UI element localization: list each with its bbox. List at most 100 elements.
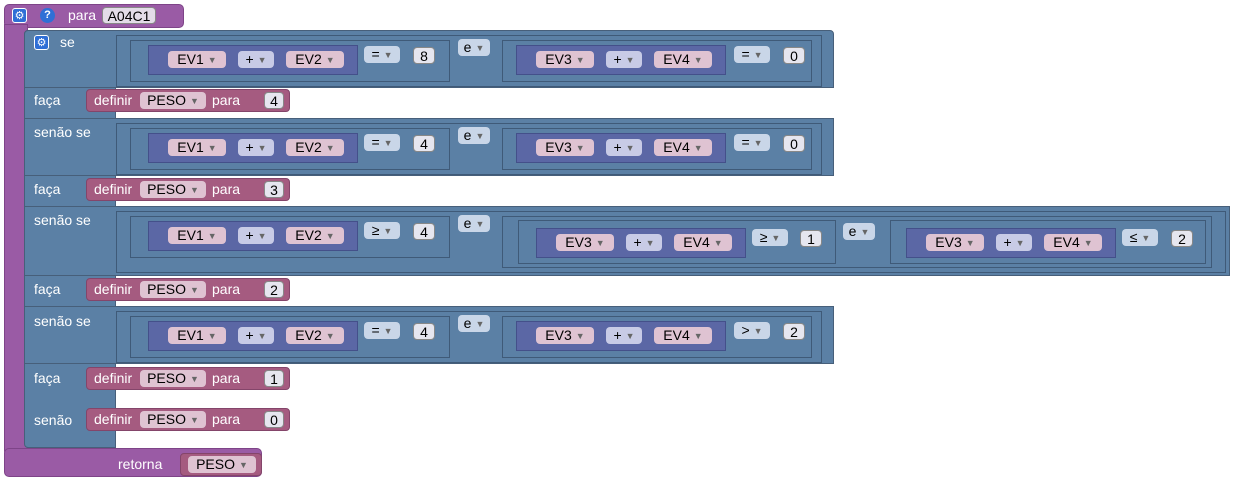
cond1-op2-dropdown[interactable]: =▼ bbox=[734, 46, 770, 63]
set-label-2: definir bbox=[94, 181, 133, 197]
do-label-4: faça bbox=[34, 370, 61, 386]
cond3-right-sum-plus-op[interactable]: +▼ bbox=[996, 234, 1032, 251]
cond1-right-sum-var-a[interactable]: EV3▼ bbox=[536, 51, 594, 68]
set-value-field-5[interactable]: 0 bbox=[264, 411, 284, 428]
cond2-left-sum-var-b[interactable]: EV2▼ bbox=[286, 139, 344, 156]
chevron-down-icon: ▼ bbox=[257, 331, 267, 341]
chevron-down-icon: ▼ bbox=[575, 55, 585, 65]
cond2-num1-field[interactable]: 4 bbox=[413, 135, 435, 152]
cond3-left-sum-plus-op[interactable]: +▼ bbox=[238, 227, 274, 244]
cond2-left-sum-plus-op[interactable]: +▼ bbox=[238, 139, 274, 156]
cond2-num2-field[interactable]: 0 bbox=[783, 135, 805, 152]
if-label: se bbox=[60, 34, 75, 50]
cond3-op3-dropdown[interactable]: ≤▼ bbox=[1122, 229, 1158, 246]
chevron-down-icon: ▼ bbox=[189, 374, 199, 384]
help-icon[interactable]: ? bbox=[40, 8, 55, 23]
cond1-right-sum-var-b[interactable]: EV4▼ bbox=[654, 51, 712, 68]
chevron-down-icon: ▼ bbox=[325, 55, 335, 65]
set-var-dropdown-2[interactable]: PESO▼ bbox=[140, 181, 206, 198]
chevron-down-icon: ▼ bbox=[771, 233, 781, 243]
set-var-dropdown-1[interactable]: PESO▼ bbox=[140, 92, 206, 109]
cond4-and-dropdown[interactable]: e▼ bbox=[458, 315, 490, 332]
cond4-op1-dropdown[interactable]: =▼ bbox=[364, 322, 400, 339]
cond3-mid-sum-plus-op[interactable]: +▼ bbox=[626, 234, 662, 251]
set-value-field-3[interactable]: 2 bbox=[264, 281, 284, 298]
chevron-down-icon: ▼ bbox=[325, 331, 335, 341]
elseif-label-3: senão se bbox=[34, 313, 91, 329]
cond2-op2-dropdown[interactable]: =▼ bbox=[734, 134, 770, 151]
to-label-2: para bbox=[212, 181, 241, 197]
set-value-field-1[interactable]: 4 bbox=[264, 92, 284, 109]
chevron-down-icon: ▼ bbox=[383, 50, 393, 60]
cond2-right-sum-var-a[interactable]: EV3▼ bbox=[536, 139, 594, 156]
chevron-down-icon: ▼ bbox=[475, 219, 485, 229]
cond3-mid-sum-var-b[interactable]: EV4▼ bbox=[674, 234, 732, 251]
procedure-name-field[interactable]: A04C1 bbox=[102, 7, 156, 24]
chevron-down-icon: ▼ bbox=[189, 185, 199, 195]
elseif-label-2: senão se bbox=[34, 212, 91, 228]
if-gear-icon[interactable]: ⚙ bbox=[34, 35, 49, 50]
cond3-left-sum-var-b[interactable]: EV2▼ bbox=[286, 227, 344, 244]
cond3-num2-field[interactable]: 1 bbox=[800, 230, 822, 247]
cond4-left-sum-var-b[interactable]: EV2▼ bbox=[286, 327, 344, 344]
chevron-down-icon: ▼ bbox=[475, 43, 485, 53]
do-label-3: faça bbox=[34, 281, 61, 297]
cond3-op1-dropdown[interactable]: ≥▼ bbox=[364, 222, 400, 239]
chevron-down-icon: ▼ bbox=[257, 55, 267, 65]
set-value-field-2[interactable]: 3 bbox=[264, 181, 284, 198]
cond3-op2-dropdown[interactable]: ≥▼ bbox=[752, 229, 788, 246]
cond1-num1-field[interactable]: 8 bbox=[413, 47, 435, 64]
to-label-5: para bbox=[212, 411, 241, 427]
chevron-down-icon: ▼ bbox=[238, 460, 248, 470]
set-value-field-4[interactable]: 1 bbox=[264, 370, 284, 387]
cond3-left-sum-var-a[interactable]: EV1▼ bbox=[168, 227, 226, 244]
cond3-right-sum-var-a[interactable]: EV3▼ bbox=[926, 234, 984, 251]
set-var-dropdown-3[interactable]: PESO▼ bbox=[140, 281, 206, 298]
cond3-and2-dropdown[interactable]: e▼ bbox=[843, 223, 875, 240]
procedure-gear-icon[interactable]: ⚙ bbox=[12, 8, 27, 23]
cond1-op1-dropdown[interactable]: =▼ bbox=[364, 46, 400, 63]
cond2-right-sum-var-b[interactable]: EV4▼ bbox=[654, 139, 712, 156]
cond1-num2-field[interactable]: 0 bbox=[783, 47, 805, 64]
set-var-dropdown-5[interactable]: PESO▼ bbox=[140, 411, 206, 428]
chevron-down-icon: ▼ bbox=[693, 331, 703, 341]
cond1-right-sum-plus-op[interactable]: +▼ bbox=[606, 51, 642, 68]
chevron-down-icon: ▼ bbox=[1083, 238, 1093, 248]
set-var-dropdown-4[interactable]: PESO▼ bbox=[140, 370, 206, 387]
chevron-down-icon: ▼ bbox=[189, 415, 199, 425]
cond4-left-sum-plus-op[interactable]: +▼ bbox=[238, 327, 274, 344]
chevron-down-icon: ▼ bbox=[1141, 233, 1151, 243]
cond4-num1-field[interactable]: 4 bbox=[413, 323, 435, 340]
to-label-4: para bbox=[212, 370, 241, 386]
return-var-dropdown[interactable]: PESO▼ bbox=[188, 456, 256, 473]
cond4-left-sum-var-a[interactable]: EV1▼ bbox=[168, 327, 226, 344]
cond2-and-dropdown[interactable]: e▼ bbox=[458, 127, 490, 144]
chevron-down-icon: ▼ bbox=[257, 143, 267, 153]
chevron-down-icon: ▼ bbox=[207, 231, 217, 241]
set-label-1: definir bbox=[94, 92, 133, 108]
cond4-op2-dropdown[interactable]: >▼ bbox=[734, 322, 770, 339]
elseif-label-1: senão se bbox=[34, 124, 91, 140]
cond4-right-sum-var-b[interactable]: EV4▼ bbox=[654, 327, 712, 344]
chevron-down-icon: ▼ bbox=[189, 285, 199, 295]
cond3-mid-sum-var-a[interactable]: EV3▼ bbox=[556, 234, 614, 251]
cond1-and-dropdown[interactable]: e▼ bbox=[458, 39, 490, 56]
cond2-op1-dropdown[interactable]: =▼ bbox=[364, 134, 400, 151]
to-label-1: para bbox=[212, 92, 241, 108]
chevron-down-icon: ▼ bbox=[383, 226, 393, 236]
cond4-right-sum-var-a[interactable]: EV3▼ bbox=[536, 327, 594, 344]
cond4-right-sum-plus-op[interactable]: +▼ bbox=[606, 327, 642, 344]
cond3-and-dropdown[interactable]: e▼ bbox=[458, 215, 490, 232]
cond3-num1-field[interactable]: 4 bbox=[413, 223, 435, 240]
cond2-right-sum-plus-op[interactable]: +▼ bbox=[606, 139, 642, 156]
chevron-down-icon: ▼ bbox=[257, 231, 267, 241]
cond3-num3-field[interactable]: 2 bbox=[1171, 230, 1193, 247]
cond4-num2-field[interactable]: 2 bbox=[783, 323, 805, 340]
cond1-left-sum-plus-op[interactable]: +▼ bbox=[238, 51, 274, 68]
chevron-down-icon: ▼ bbox=[693, 55, 703, 65]
cond3-right-sum-var-b[interactable]: EV4▼ bbox=[1044, 234, 1102, 251]
cond2-left-sum-var-a[interactable]: EV1▼ bbox=[168, 139, 226, 156]
set-label-4: definir bbox=[94, 370, 133, 386]
cond1-left-sum-var-b[interactable]: EV2▼ bbox=[286, 51, 344, 68]
cond1-left-sum-var-a[interactable]: EV1▼ bbox=[168, 51, 226, 68]
